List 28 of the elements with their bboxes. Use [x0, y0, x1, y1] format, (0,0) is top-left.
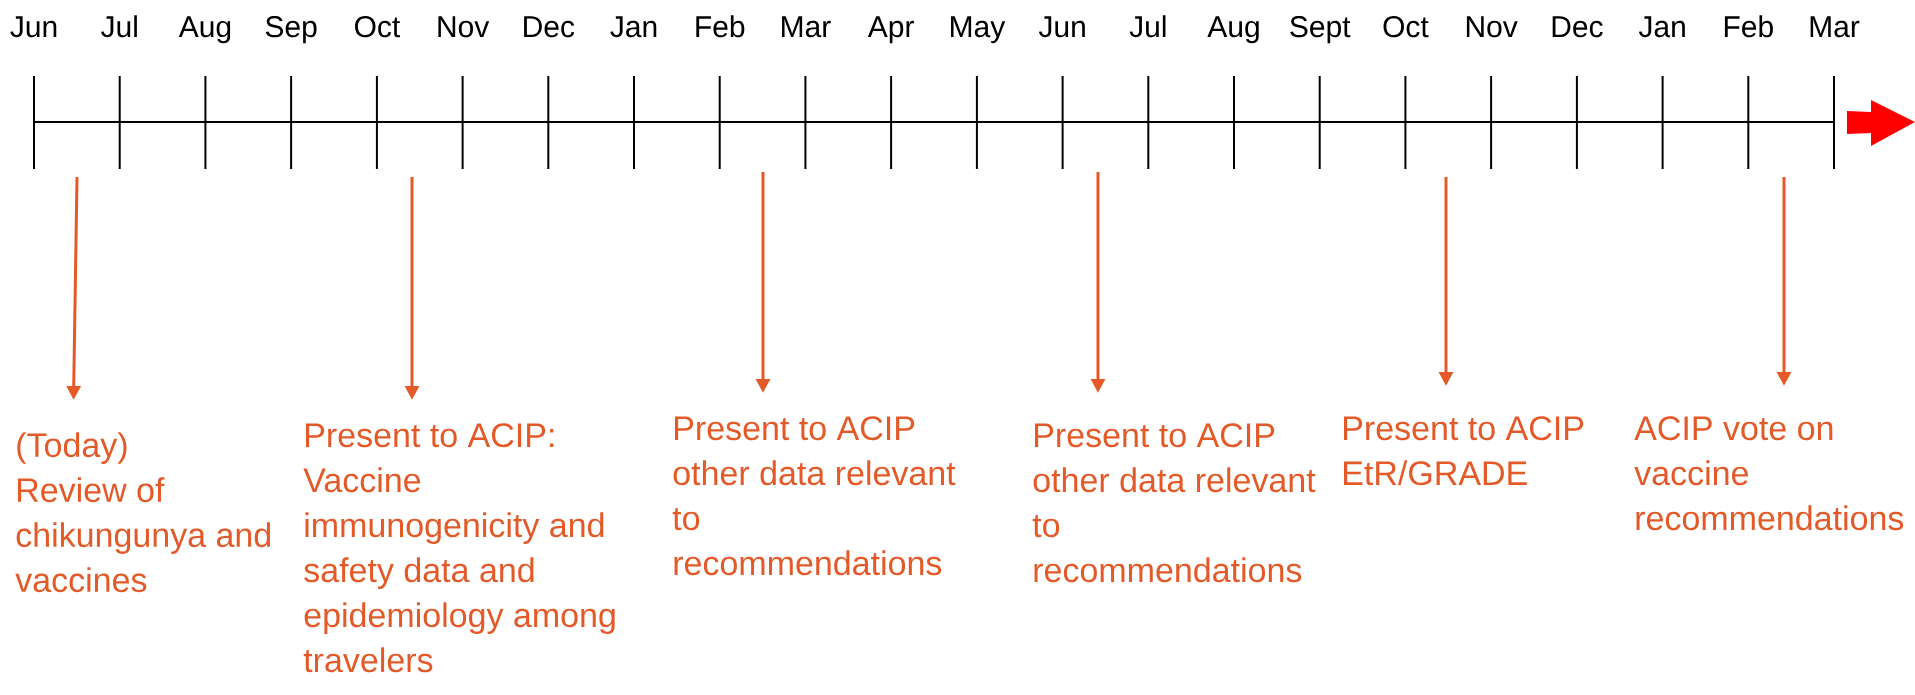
event-text: Present to ACIP other data relevant to recommendations — [1032, 423, 1316, 583]
month-label: Jul — [101, 15, 137, 38]
month-label: Dec — [1552, 16, 1603, 38]
month-label: Oct — [1383, 16, 1429, 38]
month-label: Jun — [1038, 16, 1085, 38]
event-text: Present to ACIP other data relevant to recommendations — [672, 416, 956, 576]
event-text: Present to ACIP: Vaccine immunogenicity and safety data and epidemiology among travelers — [303, 423, 615, 673]
month-label: Apr — [867, 16, 914, 44]
month-label: Dec — [524, 16, 575, 38]
month-label: Feb — [1724, 15, 1773, 38]
month-label: Mar — [1810, 16, 1860, 38]
month-label: Nov — [438, 16, 490, 38]
month-label: Jan — [1638, 16, 1685, 38]
month-label: May — [951, 16, 1006, 44]
month-label: Nov — [1466, 16, 1518, 38]
month-label: Sep — [265, 16, 317, 44]
month-label: Jul — [1129, 15, 1166, 38]
month-label: Aug — [1207, 16, 1259, 44]
month-label: Aug — [178, 16, 231, 44]
event-text: ACIP vote on vaccine recommendations — [1634, 416, 1904, 531]
month-label: Oct — [355, 16, 401, 38]
month-label: Feb — [696, 15, 745, 38]
month-label: Jun — [10, 16, 57, 38]
event-text: (Today) Review of chikungunya and vaccines — [15, 432, 271, 593]
event-text: Present to ACIP EtR/GRADE — [1344, 416, 1584, 486]
month-label: Sept — [1290, 16, 1351, 44]
month-label: Jan — [610, 16, 657, 38]
month-label: Mar — [782, 16, 831, 38]
